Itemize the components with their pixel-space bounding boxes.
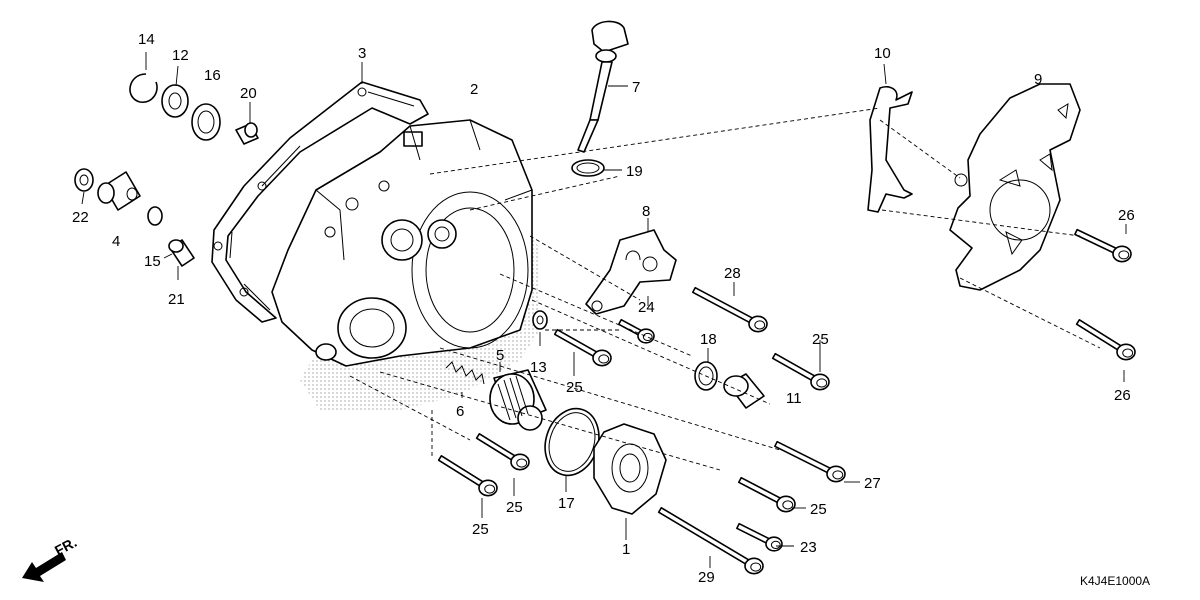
washer — [161, 84, 189, 118]
callout-25-middle: 25 — [566, 379, 583, 396]
clip — [74, 168, 94, 192]
callout-19: 19 — [626, 163, 643, 180]
drain-plug — [723, 373, 765, 409]
callout-24: 24 — [638, 299, 655, 316]
callout-7: 7 — [632, 79, 640, 96]
bolt-11 — [771, 352, 830, 391]
bolt-26-upper — [1074, 228, 1132, 263]
sprocket-cover — [949, 83, 1081, 291]
callout-22: 22 — [72, 209, 89, 226]
callout-26-lower: 26 — [1114, 387, 1131, 404]
callout-27: 27 — [864, 475, 881, 492]
bracket — [585, 229, 677, 315]
callout-23: 23 — [800, 539, 817, 556]
bolt-29 — [657, 506, 764, 575]
callout-2: 2 — [470, 81, 478, 98]
callout-10: 10 — [874, 45, 891, 62]
callout-25-lower-right: 25 — [810, 501, 827, 518]
front-label: FR. — [52, 534, 79, 559]
callout-3: 3 — [358, 45, 366, 62]
oil-filter — [489, 369, 547, 431]
callout-25-right: 25 — [812, 331, 829, 348]
filter-cover — [593, 423, 667, 515]
callout-29: 29 — [698, 569, 715, 586]
oil-seal — [191, 103, 221, 141]
callout-6: 6 — [456, 403, 464, 420]
callout-13: 13 — [530, 359, 547, 376]
callout-5: 5 — [496, 347, 504, 364]
dowel — [168, 239, 195, 267]
front-direction-marker: FR. — [22, 534, 79, 582]
dipstick — [577, 20, 629, 153]
callout-20: 20 — [240, 85, 257, 102]
callout-28: 28 — [724, 265, 741, 282]
callout-labels: 14 12 16 20 3 2 7 19 22 4 15 21 8 10 9 2… — [72, 31, 1135, 586]
bolt-group — [437, 228, 1136, 575]
circlip — [129, 73, 158, 103]
bolt-28 — [691, 286, 768, 333]
callout-9: 9 — [1034, 71, 1042, 88]
bolt-25-middle — [553, 328, 612, 367]
bolt-25-lower-mid — [475, 432, 530, 471]
callout-4: 4 — [112, 233, 120, 250]
callout-1: 1 — [622, 541, 630, 558]
shaft — [97, 171, 163, 226]
crankcase-cover — [271, 119, 540, 410]
callout-21: 21 — [168, 291, 185, 308]
gasket — [211, 81, 429, 323]
callout-25-lower-left: 25 — [472, 521, 489, 538]
callout-16: 16 — [204, 67, 221, 84]
dowel-pin — [235, 122, 259, 145]
front-arrow-icon — [22, 552, 66, 582]
o-ring-19 — [571, 159, 605, 177]
bolt-27 — [774, 440, 846, 483]
spring — [445, 361, 485, 385]
figure-code: K4J4E1000A — [1080, 574, 1150, 588]
bolt-23 — [736, 522, 783, 552]
washer-13 — [532, 310, 548, 330]
bolt-25-lower-left — [437, 454, 498, 497]
callout-8: 8 — [642, 203, 650, 220]
callout-17: 17 — [558, 495, 575, 512]
bolt-24 — [617, 318, 655, 344]
callout-25-lower-mid: 25 — [506, 499, 523, 516]
callout-26-upper: 26 — [1118, 207, 1135, 224]
cover-gasket — [867, 85, 913, 213]
leader-lines — [81, 52, 1127, 568]
callout-14: 14 — [138, 31, 155, 48]
callout-15: 15 — [144, 253, 161, 270]
bolt-26-lower — [1075, 318, 1136, 361]
callout-18: 18 — [700, 331, 717, 348]
callout-11: 11 — [786, 390, 802, 407]
bolt-25-lower-right — [737, 476, 796, 513]
callout-12: 12 — [172, 47, 189, 64]
